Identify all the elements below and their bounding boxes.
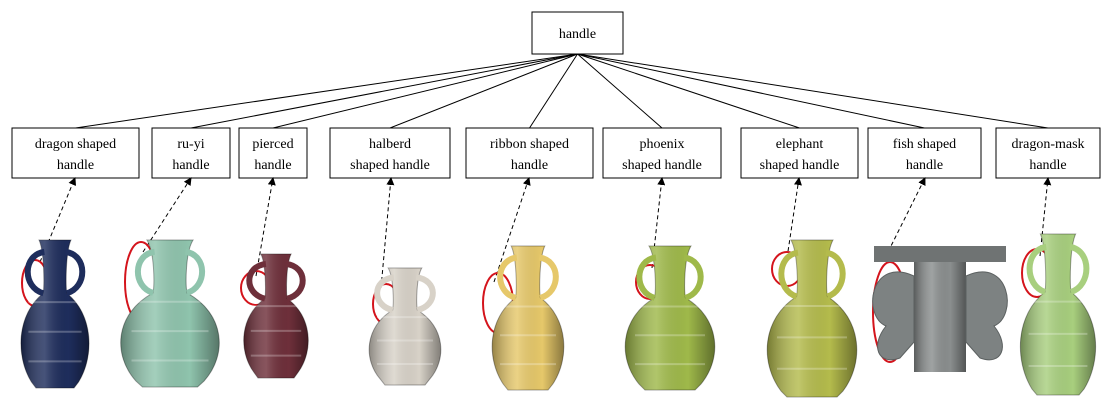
handle-type-label-line1: halberd [369,137,411,152]
handle-type-node: halberd shaped handle [329,127,451,179]
handle-type-label-line2: handle [511,158,548,173]
vase-image [120,239,220,388]
vase-image [766,239,858,398]
vase-shading [1020,234,1096,395]
handle-type-nodes: dragon shaped handle ru-yi handle pierced han… [11,127,1101,179]
handle-type-label-line2: handle [254,158,291,173]
vase-shading [767,240,857,397]
vase-handle-shape [246,260,267,302]
vase-image [624,245,716,391]
connector-line [75,53,578,129]
handle-type-box [238,127,308,179]
handle-type-node: ru-yi handle [151,127,231,179]
vase-handle-shape [184,248,205,296]
vase-handle-shape [285,260,306,302]
handle-type-label-line1: dragon shaped [35,137,116,152]
vase-handle-shape [415,274,436,314]
pointer-arrow [255,177,276,277]
handle-type-label-line1: ribbon shaped [490,137,569,152]
vase-handle-shape [1026,243,1048,295]
vase-image [368,267,442,386]
vase-shading [492,246,564,390]
handle-type-label-line1: fish shaped [893,137,956,152]
vase-handle-shape [135,248,156,296]
handle-type-label-line2: handle [172,158,209,173]
handle-type-node: phoenix shaped handle [602,127,722,179]
pointer-arrow [884,177,926,259]
vase-image [243,253,309,379]
handle-type-node: dragon shaped handle [11,127,140,179]
handle-type-label-line1: dragon-mask [1011,137,1084,152]
vase-shading [243,254,309,378]
vase-handle-shape [497,254,518,301]
handle-type-label-line2: shaped handle [622,158,702,173]
handle-type-node: elephant shaped handle [740,127,859,179]
vase-shading [369,268,441,385]
handle-type-node: dragon-mask handle [995,127,1101,179]
vase-handle-shape [538,254,559,301]
vase-image [491,245,565,391]
fish-handle-shape [965,271,1008,361]
vase-image [1019,233,1097,396]
handle-type-box [867,127,982,179]
vase-handle-shape [1068,243,1090,295]
handle-type-box [465,127,594,179]
handle-type-node: pierced handle [238,127,308,179]
connector-line [577,53,925,129]
vase-handle-shape [374,274,395,314]
pointer-arrow [493,177,531,283]
handle-type-label-line2: shaped handle [760,158,840,173]
handle-type-box [329,127,451,179]
handle-type-label-line2: shaped handle [350,158,430,173]
handle-type-node: fish shaped handle [867,127,982,179]
connector-line [529,53,578,129]
vase-handle-shape [64,248,86,297]
vase-handle-shape [778,249,799,300]
pointer-arrow [380,177,395,289]
vase-handle-shape [636,254,657,301]
vase-handle-shape [825,249,846,300]
vase-handle-shape [24,248,46,297]
vase-handle-shape [683,254,704,301]
connector-line [389,53,578,129]
connector-line [190,53,578,129]
tree-connectors [75,53,1049,129]
handle-type-label-line1: ru-yi [177,137,204,152]
handle-type-label-line2: handle [57,158,94,173]
handle-type-label-line2: handle [1029,158,1066,173]
root-node-box [531,11,624,55]
connector-line [577,53,663,129]
vase-body [874,246,1006,262]
pointer-arrow [1039,177,1052,257]
handle-type-box [11,127,140,179]
handle-type-node: ribbon shaped handle [465,127,594,179]
vase-image [872,246,1008,372]
handle-type-box [602,127,722,179]
vase-image [20,239,90,389]
fish-handle-shape [872,271,915,361]
root-node-label: handle [559,27,596,42]
handle-type-label-line2: handle [906,158,943,173]
handle-type-box [740,127,859,179]
connector-line [577,53,1049,129]
connector-line [272,53,578,129]
pointer-arrow [142,177,192,253]
vase-shading [120,240,220,387]
connector-line [577,53,800,129]
vase-images [20,233,1097,398]
vase-shading [20,240,90,388]
vase-shading [914,262,966,372]
handle-type-label-line1: phoenix [639,137,684,152]
root-node: handle [531,11,624,55]
handle-type-label-line1: pierced [252,137,293,152]
handle-type-label-line1: elephant [776,137,824,152]
vase-shading [625,246,715,390]
handle-type-box [995,127,1101,179]
